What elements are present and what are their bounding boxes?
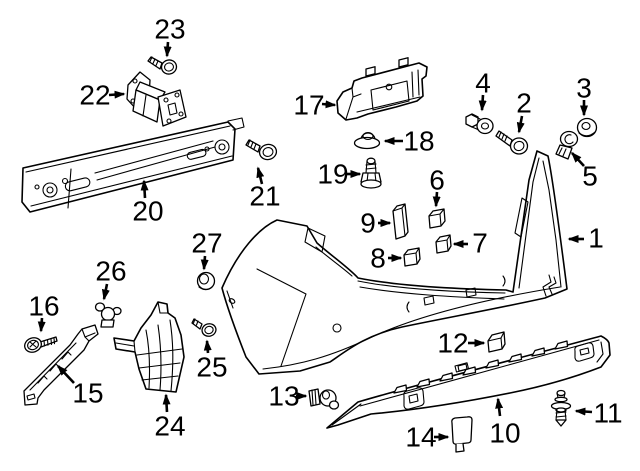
callout-21-number: 21 bbox=[249, 181, 280, 212]
callout-9[interactable]: 9 bbox=[360, 208, 392, 239]
callout-20-arrow bbox=[140, 179, 149, 199]
callout-25[interactable]: 25 bbox=[196, 339, 228, 383]
part-6-clip bbox=[428, 208, 446, 229]
callout-18[interactable]: 18 bbox=[383, 126, 435, 157]
callout-26[interactable]: 26 bbox=[95, 256, 127, 301]
callout-11[interactable]: 11 bbox=[574, 398, 623, 429]
part-14-cover-plug bbox=[451, 416, 473, 453]
part-3-washer bbox=[576, 117, 598, 138]
callout-8[interactable]: 8 bbox=[370, 243, 403, 274]
part-4-clip bbox=[465, 113, 494, 135]
callout-22-arrow bbox=[108, 90, 126, 99]
part-27-grommet bbox=[196, 271, 216, 291]
part-17-energy-absorber bbox=[336, 57, 428, 121]
callout-27-arrow bbox=[200, 255, 209, 271]
callout-25-number: 25 bbox=[196, 352, 227, 383]
part-1-bumper-cover bbox=[221, 150, 568, 375]
callout-4-arrow bbox=[478, 94, 487, 112]
callout-22[interactable]: 22 bbox=[79, 80, 126, 111]
callout-3[interactable]: 3 bbox=[576, 73, 592, 117]
callout-15-arrow bbox=[56, 364, 75, 384]
callout-4[interactable]: 4 bbox=[475, 68, 491, 112]
part-18-grommet bbox=[353, 131, 381, 150]
callout-10[interactable]: 10 bbox=[489, 397, 521, 449]
callout-16-number: 16 bbox=[28, 291, 59, 322]
callout-1-number: 1 bbox=[588, 223, 604, 254]
callout-18-number: 18 bbox=[403, 126, 434, 157]
callout-6-number: 6 bbox=[429, 165, 445, 196]
callout-17-number: 17 bbox=[293, 90, 324, 121]
callout-15-number: 15 bbox=[72, 378, 103, 409]
callout-9-number: 9 bbox=[360, 208, 376, 239]
callout-13-number: 13 bbox=[268, 381, 299, 412]
callout-19-number: 19 bbox=[317, 159, 348, 190]
part-12-clip bbox=[487, 331, 506, 353]
part-5-clip bbox=[555, 130, 579, 160]
callout-11-arrow bbox=[574, 407, 593, 416]
callout-25-arrow bbox=[203, 339, 212, 354]
callout-21[interactable]: 21 bbox=[249, 166, 281, 212]
callout-15[interactable]: 15 bbox=[56, 364, 104, 409]
part-8-clip bbox=[403, 247, 421, 267]
callout-2-arrow bbox=[516, 115, 525, 134]
callout-1[interactable]: 1 bbox=[567, 223, 604, 254]
part-24-side-support bbox=[113, 301, 185, 393]
callout-12-number: 12 bbox=[437, 328, 468, 359]
callout-10-arrow bbox=[495, 397, 504, 417]
callout-19[interactable]: 19 bbox=[317, 159, 362, 190]
callout-22-number: 22 bbox=[79, 80, 110, 111]
callout-5-arrow bbox=[570, 151, 585, 167]
callout-2-number: 2 bbox=[516, 88, 532, 119]
callout-5[interactable]: 5 bbox=[570, 151, 598, 192]
callout-2[interactable]: 2 bbox=[516, 88, 532, 134]
part-19-bolt bbox=[360, 157, 382, 189]
callout-14[interactable]: 14 bbox=[405, 422, 450, 453]
callout-20-number: 20 bbox=[132, 196, 163, 227]
callout-10-number: 10 bbox=[489, 418, 520, 449]
part-9-pad bbox=[392, 203, 409, 240]
callout-24[interactable]: 24 bbox=[154, 393, 186, 442]
callout-4-number: 4 bbox=[475, 68, 491, 99]
callout-6-arrow bbox=[432, 191, 441, 208]
callout-23-arrow bbox=[163, 41, 172, 58]
part-23-screw bbox=[147, 56, 178, 75]
part-11-push-pin bbox=[550, 389, 572, 427]
part-16-screw bbox=[24, 336, 58, 353]
callout-6[interactable]: 6 bbox=[429, 165, 445, 208]
callout-7[interactable]: 7 bbox=[452, 228, 488, 259]
callout-21-arrow bbox=[256, 166, 265, 185]
callout-23[interactable]: 23 bbox=[154, 14, 186, 58]
callout-27-number: 27 bbox=[191, 228, 222, 259]
part-21-bolt bbox=[245, 139, 278, 161]
callout-7-number: 7 bbox=[472, 228, 488, 259]
callout-23-number: 23 bbox=[154, 14, 185, 45]
callout-12[interactable]: 12 bbox=[437, 328, 486, 359]
part-22-mount-bracket bbox=[126, 71, 187, 127]
part-20-reinforcement-bar bbox=[21, 117, 245, 213]
callout-5-number: 5 bbox=[582, 161, 598, 192]
callout-17-arrow bbox=[321, 100, 337, 109]
part-10-lower-valance bbox=[326, 335, 611, 429]
part-2-screw bbox=[495, 130, 529, 155]
part-13-clip bbox=[308, 388, 340, 410]
part-25-bolt bbox=[191, 318, 217, 337]
callout-16[interactable]: 16 bbox=[28, 291, 60, 333]
callout-16-arrow bbox=[37, 317, 46, 333]
callout-13[interactable]: 13 bbox=[268, 381, 308, 412]
callout-8-number: 8 bbox=[370, 243, 386, 274]
callout-26-arrow bbox=[101, 283, 110, 301]
callout-24-arrow bbox=[162, 393, 171, 413]
callout-11-number: 11 bbox=[593, 398, 622, 429]
callout-3-number: 3 bbox=[576, 73, 592, 104]
callout-20[interactable]: 20 bbox=[132, 179, 164, 227]
callout-27[interactable]: 27 bbox=[191, 228, 223, 271]
callout-17[interactable]: 17 bbox=[293, 90, 337, 121]
callout-24-number: 24 bbox=[154, 411, 185, 442]
callout-14-number: 14 bbox=[405, 422, 436, 453]
part-7-clip bbox=[435, 234, 452, 254]
callout-26-number: 26 bbox=[95, 256, 126, 287]
part-26-clip bbox=[94, 302, 122, 328]
